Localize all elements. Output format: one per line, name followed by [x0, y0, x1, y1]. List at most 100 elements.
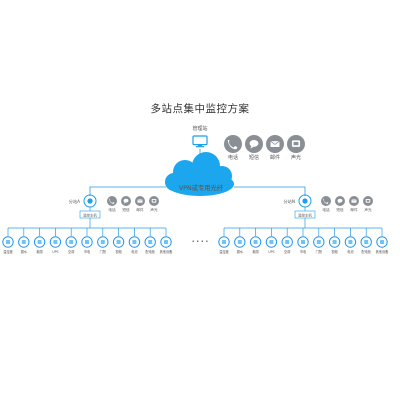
water-icon-glyph — [21, 240, 26, 244]
site-alarm-label: 短信 — [122, 207, 130, 212]
sites-ellipsis: • • • • — [192, 239, 209, 245]
cloud-label: VPN或专用光纤 — [179, 183, 224, 192]
envelope-flap — [137, 199, 143, 202]
smoke-icon[interactable]: 烟感 — [33, 228, 46, 254]
bubble-glyph — [123, 198, 129, 203]
link-left — [89, 186, 166, 196]
power-icon[interactable]: 市电 — [81, 228, 93, 254]
center-alarm-label: 声光 — [291, 154, 301, 161]
pdu-icon[interactable]: 配电柜 — [360, 228, 372, 254]
door-icon-glyph — [316, 240, 321, 244]
door-icon[interactable]: 门禁 — [97, 228, 109, 254]
more-icon-glyph — [164, 240, 168, 244]
pdu-icon-glyph — [148, 240, 153, 244]
water-icon[interactable]: 漏水 — [234, 228, 246, 254]
ac-icon[interactable]: 空调 — [281, 228, 293, 254]
sound-icon[interactable]: 声光 — [363, 196, 373, 212]
device-label: 门禁 — [100, 249, 107, 254]
device-label: 空调 — [68, 249, 74, 254]
more-icon[interactable]: 其他设备 — [160, 228, 174, 254]
phone-icon[interactable]: 电话 — [224, 135, 242, 161]
alarm-screen — [152, 199, 156, 202]
site-name: 分站A — [69, 198, 80, 205]
center-alarm-label: 短信 — [249, 154, 259, 161]
ac-icon-glyph — [285, 240, 290, 244]
device-label: 烟感 — [36, 249, 43, 254]
temp-icon[interactable]: 温湿度 — [2, 228, 14, 254]
link-right — [234, 186, 306, 196]
battery-icon-glyph — [348, 240, 353, 244]
sms-icon[interactable]: 短信 — [121, 196, 131, 212]
sound-icon[interactable]: 声光 — [149, 196, 159, 212]
sound-icon[interactable]: 声光 — [287, 135, 305, 161]
phone-icon[interactable]: 电话 — [321, 196, 331, 212]
device-label: 空调 — [284, 249, 290, 254]
temp-icon-glyph — [222, 240, 226, 244]
cloud-puff — [165, 173, 183, 191]
smoke-icon-glyph — [253, 240, 258, 244]
pdu-icon-glyph — [364, 240, 369, 244]
phone-icon-circle — [107, 196, 117, 206]
center-alarm-label: 电话 — [228, 154, 238, 161]
device-label: 电池 — [131, 249, 138, 254]
vpn-cloud: VPN或专用光纤 — [165, 152, 234, 196]
site-alarm-label: 邮件 — [350, 207, 358, 212]
center-alarm-label: 邮件 — [270, 154, 280, 161]
smoke-icon[interactable]: 烟感 — [249, 228, 262, 254]
bubble-tail — [337, 201, 340, 204]
site-name: 分站N — [283, 198, 295, 205]
email-icon[interactable]: 邮件 — [135, 196, 145, 212]
bubble-glyph — [249, 139, 259, 147]
device-label: 温湿度 — [3, 249, 13, 254]
power-icon[interactable]: 市电 — [297, 228, 309, 254]
bubble-tail — [123, 201, 126, 204]
phone-icon-circle — [321, 196, 331, 206]
ups-icon[interactable]: UPS — [49, 228, 62, 254]
sms-icon[interactable]: 短信 — [335, 196, 345, 212]
host-label: 监控主机 — [83, 212, 97, 217]
monitor-screen — [192, 135, 208, 146]
camera-icon[interactable]: 视频 — [112, 228, 125, 254]
ac-icon[interactable]: 空调 — [65, 228, 77, 254]
ups-icon-glyph — [269, 240, 274, 244]
site-n: 分站N 监控主机温湿度 漏水 烟感 UPS 空调 市电门禁视频电池配电柜其他设备 — [218, 194, 390, 254]
device-label: 视频 — [115, 249, 122, 254]
power-icon-glyph — [85, 240, 89, 244]
water-icon-glyph — [237, 240, 242, 244]
site-alarm-label: 电话 — [322, 207, 330, 212]
alarm-screen — [293, 141, 299, 146]
bubble-glyph — [337, 198, 343, 203]
pdu-icon[interactable]: 配电柜 — [144, 228, 156, 254]
management-station-label: 管理站 — [192, 125, 207, 132]
camera-icon-glyph — [332, 240, 337, 244]
ups-icon[interactable]: UPS — [265, 228, 278, 254]
device-label: 漏水 — [237, 249, 244, 254]
more-icon[interactable]: 其他设备 — [376, 228, 390, 254]
water-icon[interactable]: 漏水 — [18, 228, 30, 254]
temp-icon-glyph — [6, 240, 10, 244]
sms-icon[interactable]: 短信 — [245, 135, 263, 161]
temp-icon[interactable]: 温湿度 — [218, 228, 230, 254]
device-label: 温湿度 — [219, 249, 229, 254]
smoke-icon-glyph — [37, 240, 42, 244]
device-label: 配电柜 — [361, 249, 371, 254]
email-icon[interactable]: 邮件 — [266, 135, 284, 161]
battery-icon[interactable]: 电池 — [128, 228, 141, 254]
device-label: 市电 — [84, 249, 91, 254]
camera-icon-glyph — [116, 240, 121, 244]
device-label: 烟感 — [252, 249, 259, 254]
device-label: 配电柜 — [145, 249, 155, 254]
power-icon-glyph — [301, 240, 305, 244]
diagram-title: 多站点集中监控方案 — [150, 103, 250, 115]
alarm-screen — [366, 199, 370, 202]
door-icon[interactable]: 门禁 — [313, 228, 325, 254]
phone-icon[interactable]: 电话 — [107, 196, 117, 212]
email-icon[interactable]: 邮件 — [349, 196, 359, 212]
cloud-puff — [212, 166, 232, 186]
envelope-flap — [351, 199, 357, 202]
host-label: 监控主机 — [298, 212, 312, 217]
camera-icon[interactable]: 视频 — [328, 228, 341, 254]
phone-icon-circle — [224, 135, 242, 153]
ups-icon-glyph — [53, 240, 58, 244]
battery-icon[interactable]: 电池 — [344, 228, 357, 254]
